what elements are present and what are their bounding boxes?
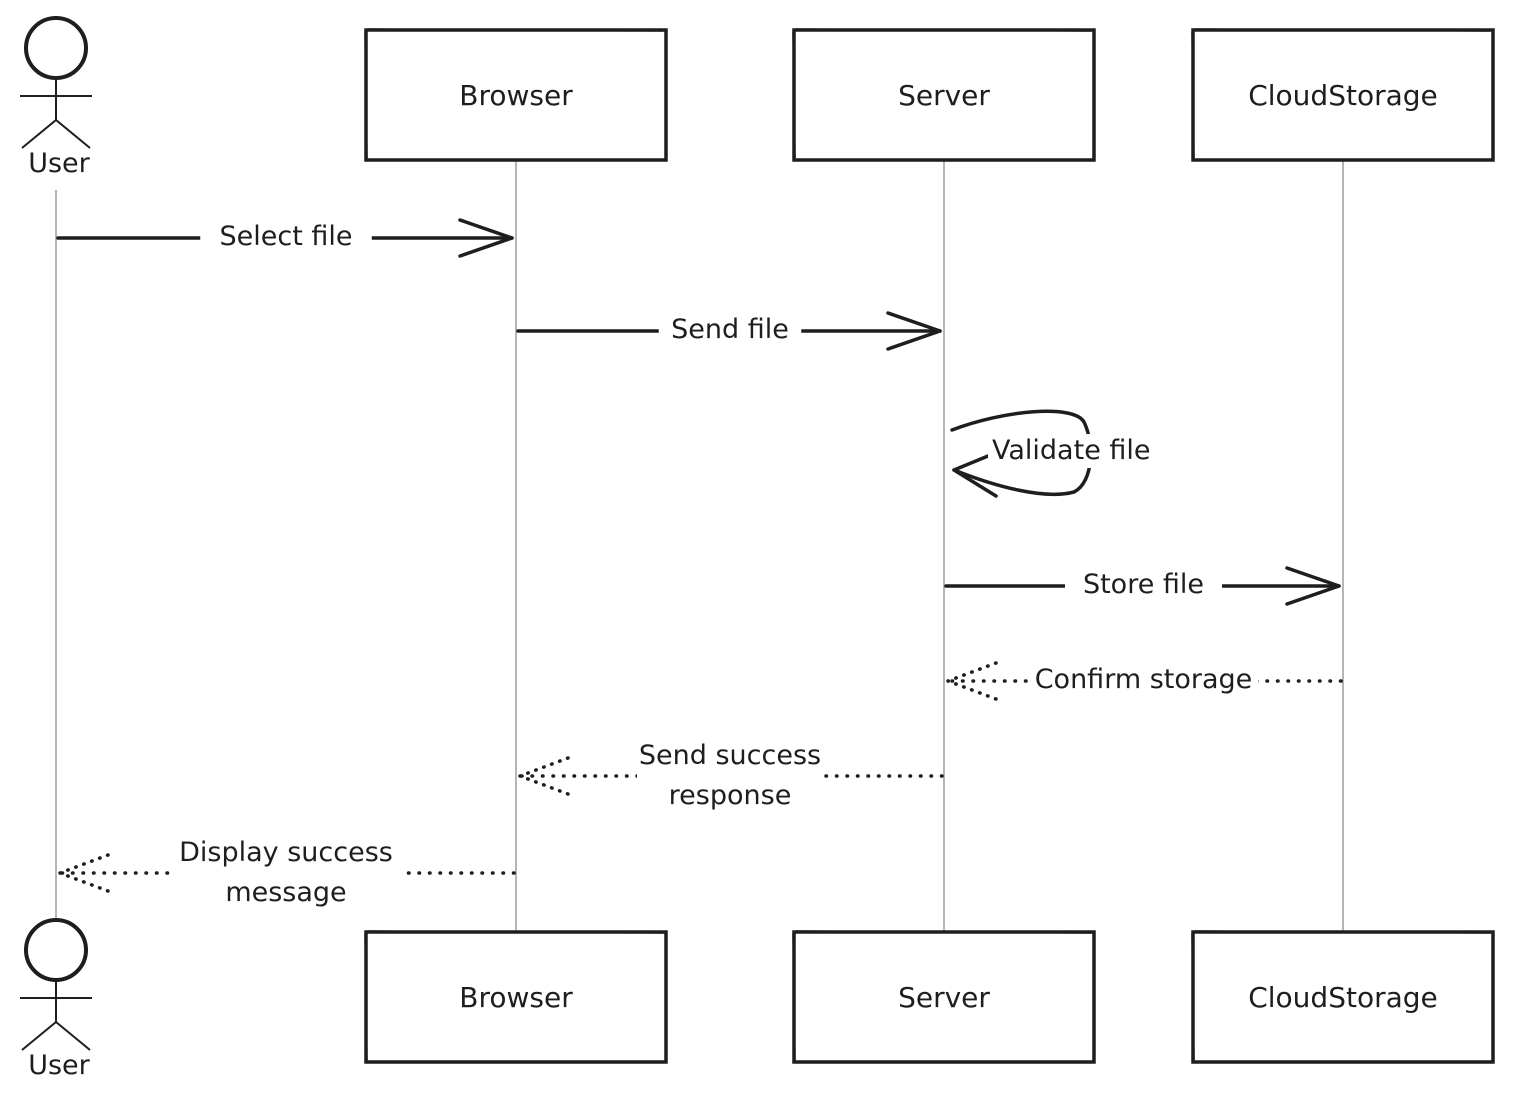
arrowhead-icon <box>886 311 942 351</box>
box-sketch-stroke <box>1194 930 1491 934</box>
message-label: Send success <box>639 740 821 771</box>
message-2: Send file <box>516 311 942 351</box>
participant-label-browser: Browser <box>459 981 573 1014</box>
actor-head-icon <box>24 16 88 80</box>
box-sketch-stroke <box>792 933 796 1061</box>
arrowhead-icon <box>952 454 998 498</box>
message-4: Store file <box>944 566 1341 606</box>
participant-box-cloudstorage-top: CloudStorage <box>1191 28 1495 162</box>
box-sketch-stroke <box>364 31 368 159</box>
participant-box-server-bottom: Server <box>792 930 1096 1064</box>
actor-user-bottom: User <box>20 918 92 1081</box>
participant-heads: UserUserBrowserBrowserServerServerCloudS… <box>20 16 1495 1081</box>
box-sketch-stroke <box>1194 28 1491 32</box>
actor-head-icon <box>24 918 88 982</box>
actor-label-user: User <box>28 1050 90 1081</box>
actor-right-leg <box>55 119 91 149</box>
participant-box-browser-bottom: Browser <box>364 930 668 1064</box>
label-background <box>637 738 823 812</box>
message-6: Send success response <box>518 738 944 812</box>
lifelines <box>55 160 1344 932</box>
participant-box-browser-top: Browser <box>364 28 668 162</box>
box-sketch-stroke <box>364 933 368 1061</box>
box-sketch-stroke <box>792 31 796 159</box>
message-label: response <box>669 780 792 811</box>
box-sketch-stroke <box>367 930 664 934</box>
participant-label-server: Server <box>898 79 990 112</box>
message-label: Store file <box>1083 569 1204 600</box>
label-background <box>200 219 372 253</box>
message-1: Select file <box>56 218 514 258</box>
participant-label-cloudstorage: CloudStorage <box>1248 981 1438 1014</box>
participant-label-cloudstorage: CloudStorage <box>1248 79 1438 112</box>
arrowhead-icon <box>518 756 570 796</box>
arrowhead-icon <box>946 661 998 701</box>
box-sketch-stroke <box>1191 933 1195 1061</box>
actor-left-leg <box>21 119 57 149</box>
message-label: Send file <box>671 314 789 345</box>
message-3: Validate file <box>950 409 1187 498</box>
participant-box-outline <box>1191 930 1495 1064</box>
actor-label-user: User <box>28 148 90 179</box>
participant-label-server: Server <box>898 981 990 1014</box>
message-label: Validate file <box>992 435 1151 466</box>
label-background <box>1065 567 1222 601</box>
arrowhead-icon <box>458 218 514 258</box>
participant-label-browser: Browser <box>459 79 573 112</box>
arrowhead-icon <box>1285 566 1341 606</box>
label-background <box>658 312 802 346</box>
label-background <box>988 434 1187 468</box>
message-label: message <box>225 877 346 908</box>
actor-user-top: User <box>20 16 92 179</box>
message-7: Display success message <box>58 835 516 909</box>
message-label: Display success <box>179 837 393 868</box>
actor-right-leg <box>55 1021 91 1051</box>
box-sketch-stroke <box>795 28 1092 32</box>
message-label: Confirm storage <box>1035 664 1253 695</box>
actor-left-leg <box>21 1021 57 1051</box>
arrowhead-icon <box>58 853 110 893</box>
box-sketch-stroke <box>367 28 664 32</box>
message-5: Confirm storage <box>946 661 1343 701</box>
label-background <box>1028 662 1259 696</box>
participant-box-server-top: Server <box>792 28 1096 162</box>
box-sketch-stroke <box>795 930 1092 934</box>
message-label: Select file <box>220 221 353 252</box>
label-background <box>171 835 401 909</box>
participant-box-cloudstorage-bottom: CloudStorage <box>1191 930 1495 1064</box>
box-sketch-stroke <box>1191 31 1195 159</box>
